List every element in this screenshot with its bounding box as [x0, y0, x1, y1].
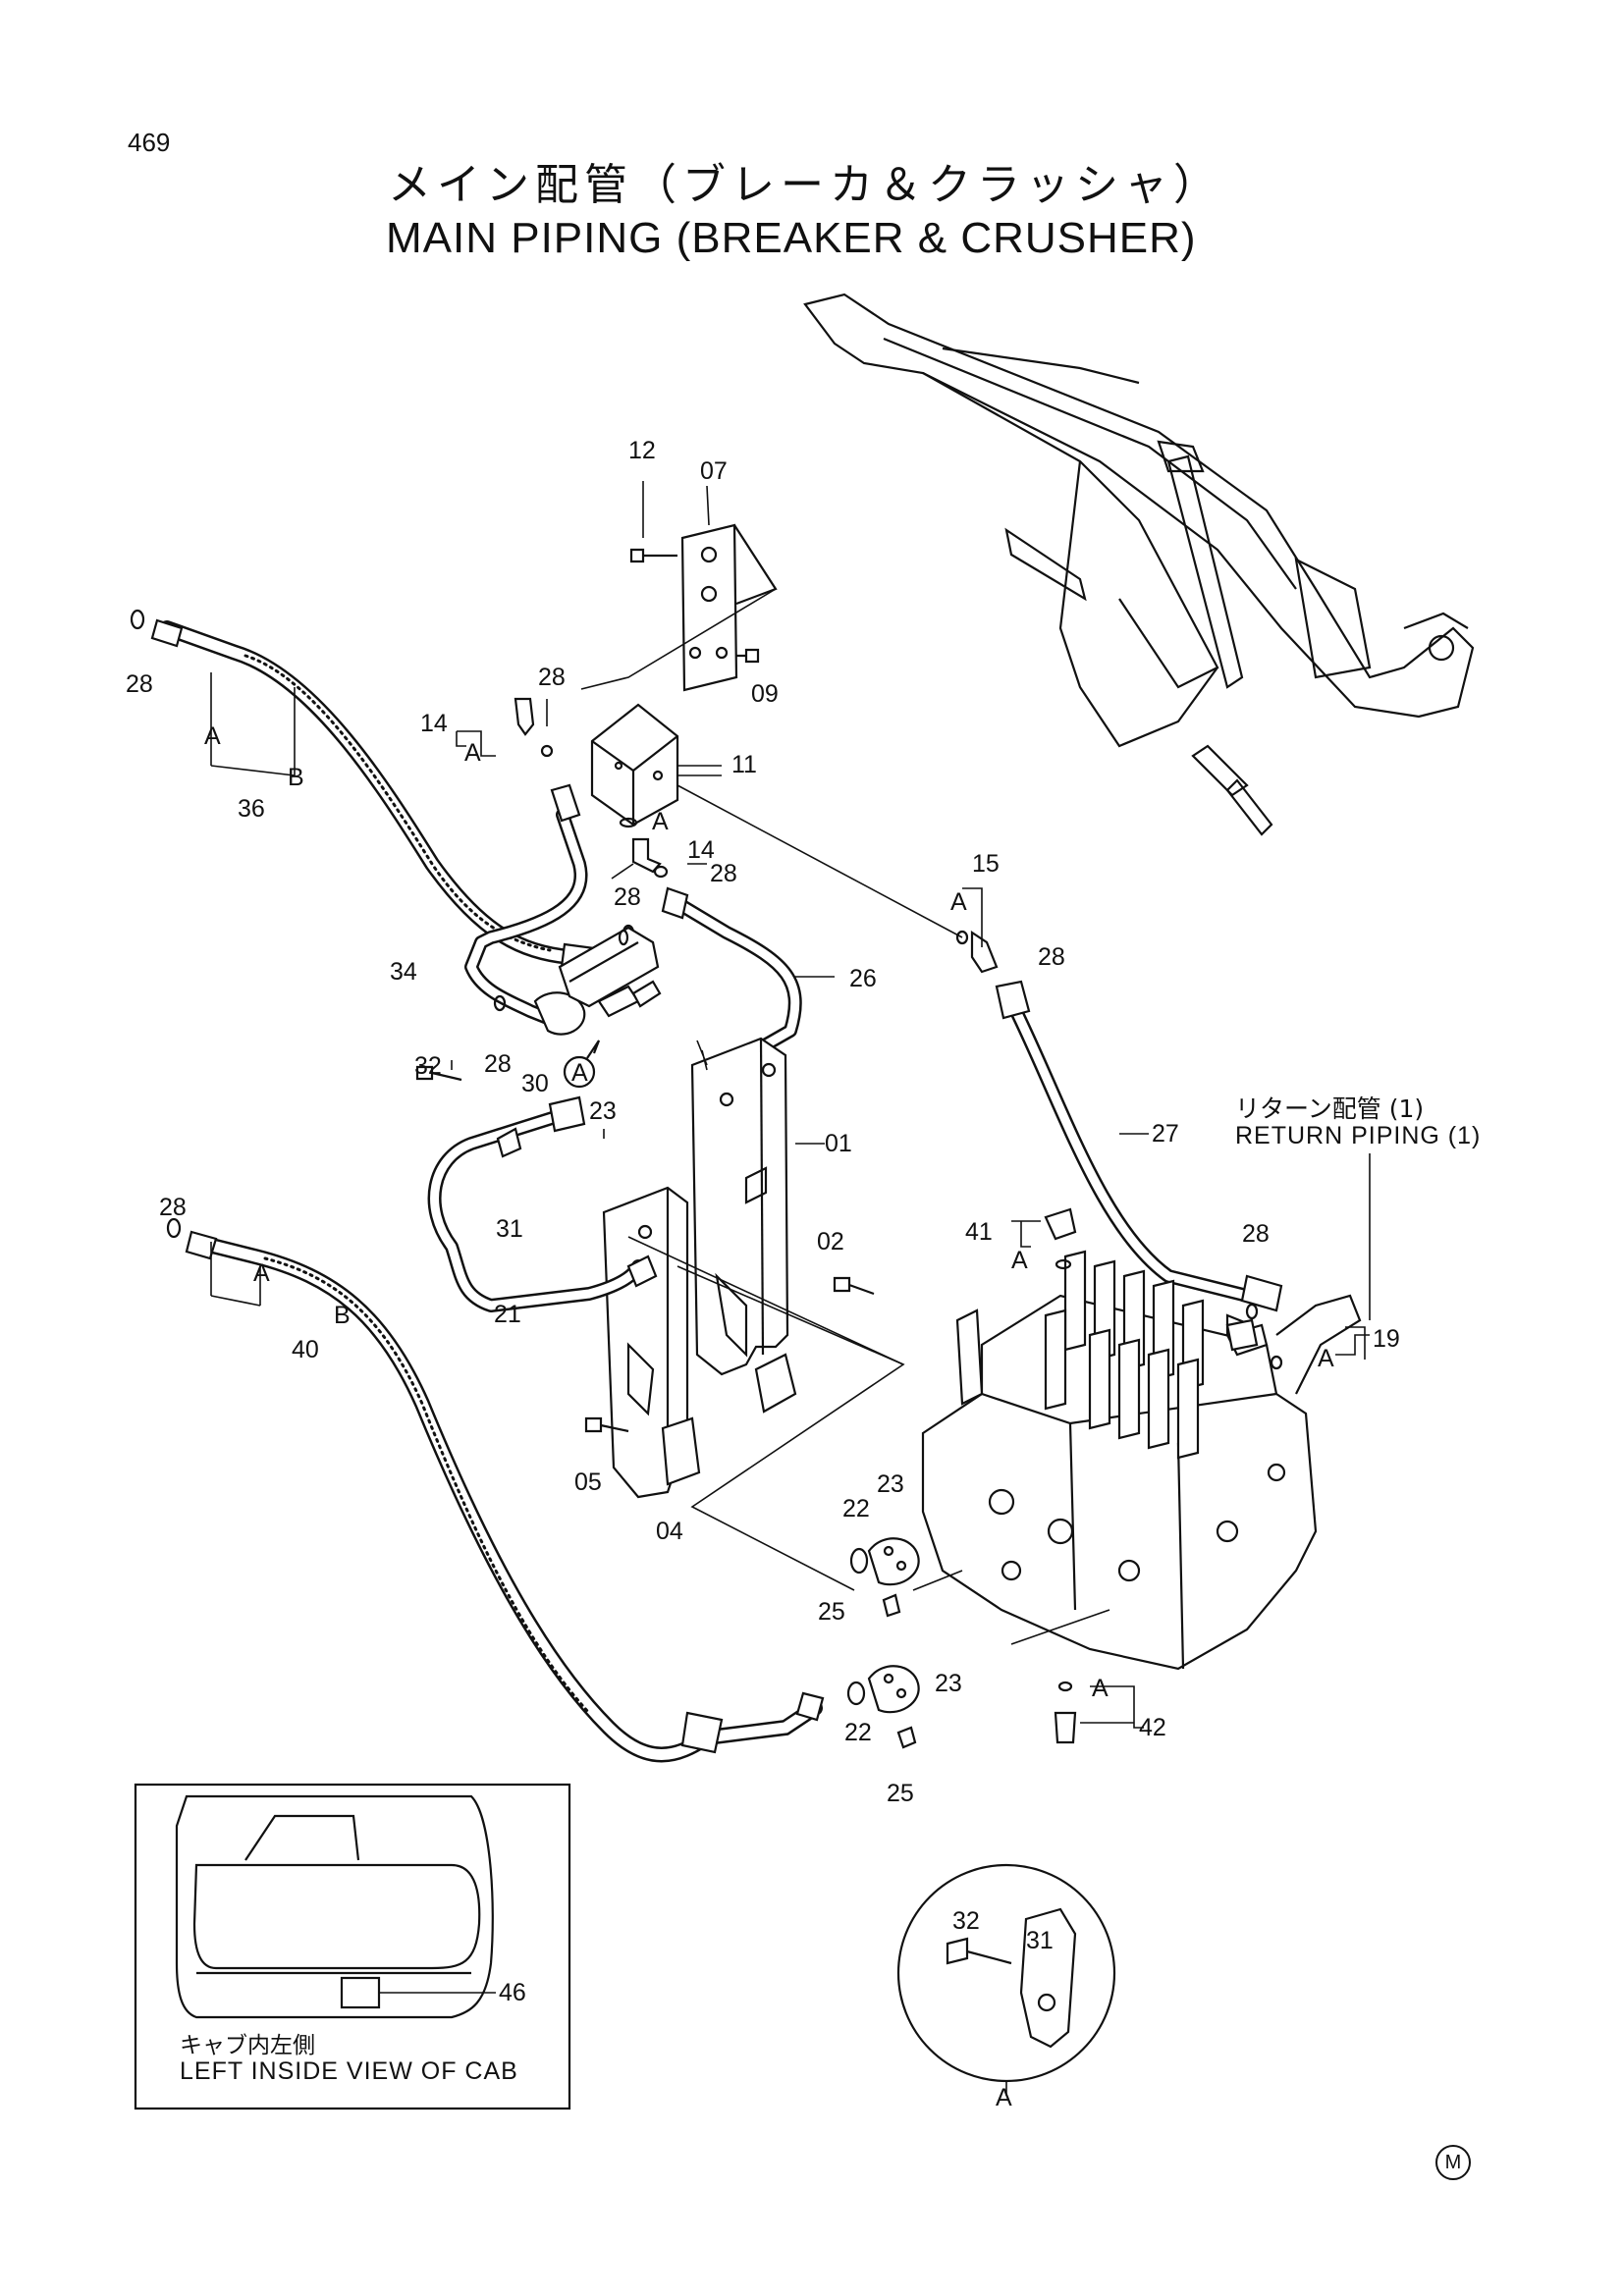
pipe-21 [427, 1095, 658, 1312]
label-25-upper: 25 [818, 1598, 845, 1626]
label-41: 41 [965, 1218, 993, 1246]
bracket-01 [690, 1037, 797, 1414]
label-23-lower: 23 [935, 1670, 962, 1697]
label-09: 09 [751, 680, 779, 708]
label-11: 11 [731, 751, 757, 778]
label-42: 42 [1139, 1714, 1166, 1741]
bracket-07 [629, 523, 778, 692]
label-23-upper: 23 [589, 1097, 617, 1125]
label-30: 30 [521, 1070, 549, 1097]
label-40: 40 [292, 1336, 319, 1363]
label-46: 46 [499, 1979, 526, 2006]
cab-view-note-en: LEFT INSIDE VIEW OF CAB [180, 2057, 518, 2085]
marker-m-symbol: M [1435, 2145, 1471, 2180]
label-15: 15 [972, 850, 1000, 878]
return-piping-note-jp: リターン配管 (1) [1235, 1095, 1425, 1123]
part-labels: 12 07 09 28 28 14 A 11 A 14 28 28 15 A 2… [126, 437, 1400, 2111]
label-a-block: A [652, 808, 669, 835]
label-28-mid: 28 [614, 883, 641, 911]
label-a-40: A [253, 1259, 270, 1287]
label-31-detail: 31 [1026, 1927, 1054, 1954]
label-14-lower: 14 [687, 836, 715, 864]
label-28-top: 28 [538, 664, 566, 691]
label-07: 07 [700, 457, 728, 485]
label-a-15: A [950, 888, 967, 916]
return-piping-note-en: RETURN PIPING (1) [1235, 1122, 1482, 1149]
label-34: 34 [390, 958, 417, 986]
label-a-36: A [204, 722, 221, 750]
bolts [415, 1065, 875, 1433]
label-04: 04 [656, 1518, 683, 1545]
label-31-upper: 31 [496, 1215, 523, 1243]
label-19: 19 [1373, 1325, 1400, 1353]
flanges-23 [846, 1537, 920, 1749]
label-a-detail: A [996, 2084, 1012, 2111]
label-28-valve: 28 [1242, 1220, 1270, 1248]
pipe-34-26-junction [464, 783, 802, 1057]
label-28-30: 28 [484, 1050, 512, 1078]
cab-inset-box [134, 1783, 571, 2110]
label-26: 26 [849, 965, 877, 992]
hose-40 [166, 1217, 825, 1763]
control-valve-assembly [921, 1250, 1362, 1671]
label-27: 27 [1152, 1120, 1179, 1148]
bracket-04 [602, 1186, 905, 1591]
valve-block-11 [580, 588, 963, 938]
marker-circle-a [563, 1040, 601, 1089]
label-22-upper: 22 [842, 1495, 870, 1522]
label-22-lower: 22 [844, 1719, 872, 1746]
label-21: 21 [494, 1301, 521, 1328]
detail-circle-a [896, 1863, 1116, 2096]
label-b-36: B [288, 764, 304, 791]
leader-lines [210, 481, 1371, 1729]
label-32-detail: 32 [952, 1907, 980, 1935]
label-23-mid: 23 [877, 1470, 904, 1498]
title-japanese: メイン配管（ブレーカ＆クラッシャ） [388, 160, 1222, 210]
label-28-upper-left: 28 [126, 670, 153, 698]
label-28-right: 28 [1038, 943, 1065, 971]
excavator-boom-illustration [803, 293, 1475, 836]
fittings-valve [912, 1207, 1283, 1744]
title-english: MAIN PIPING (BREAKER & CRUSHER) [386, 214, 1197, 262]
label-a-41: A [1011, 1247, 1028, 1274]
label-36: 36 [238, 795, 265, 823]
label-28-lower-left: 28 [159, 1194, 187, 1221]
label-a-circle: A [571, 1059, 588, 1087]
cab-view-note-jp: キャブ内左側 [180, 2033, 315, 2058]
label-25-lower: 25 [887, 1780, 914, 1807]
label-a-upper: A [464, 739, 481, 767]
fittings-upper [514, 697, 999, 974]
page-number: 469 [128, 128, 171, 157]
label-b-40: B [334, 1302, 351, 1329]
label-a-19: A [1318, 1345, 1334, 1372]
label-a-42: A [1092, 1675, 1109, 1702]
label-32-upper: 32 [414, 1052, 442, 1080]
label-01: 01 [825, 1130, 852, 1157]
label-12: 12 [628, 437, 656, 464]
label-02: 02 [817, 1228, 844, 1255]
label-05: 05 [574, 1468, 602, 1496]
label-28-block: 28 [710, 860, 737, 887]
label-14-upper: 14 [420, 710, 448, 737]
hose-27 [995, 980, 1283, 1349]
